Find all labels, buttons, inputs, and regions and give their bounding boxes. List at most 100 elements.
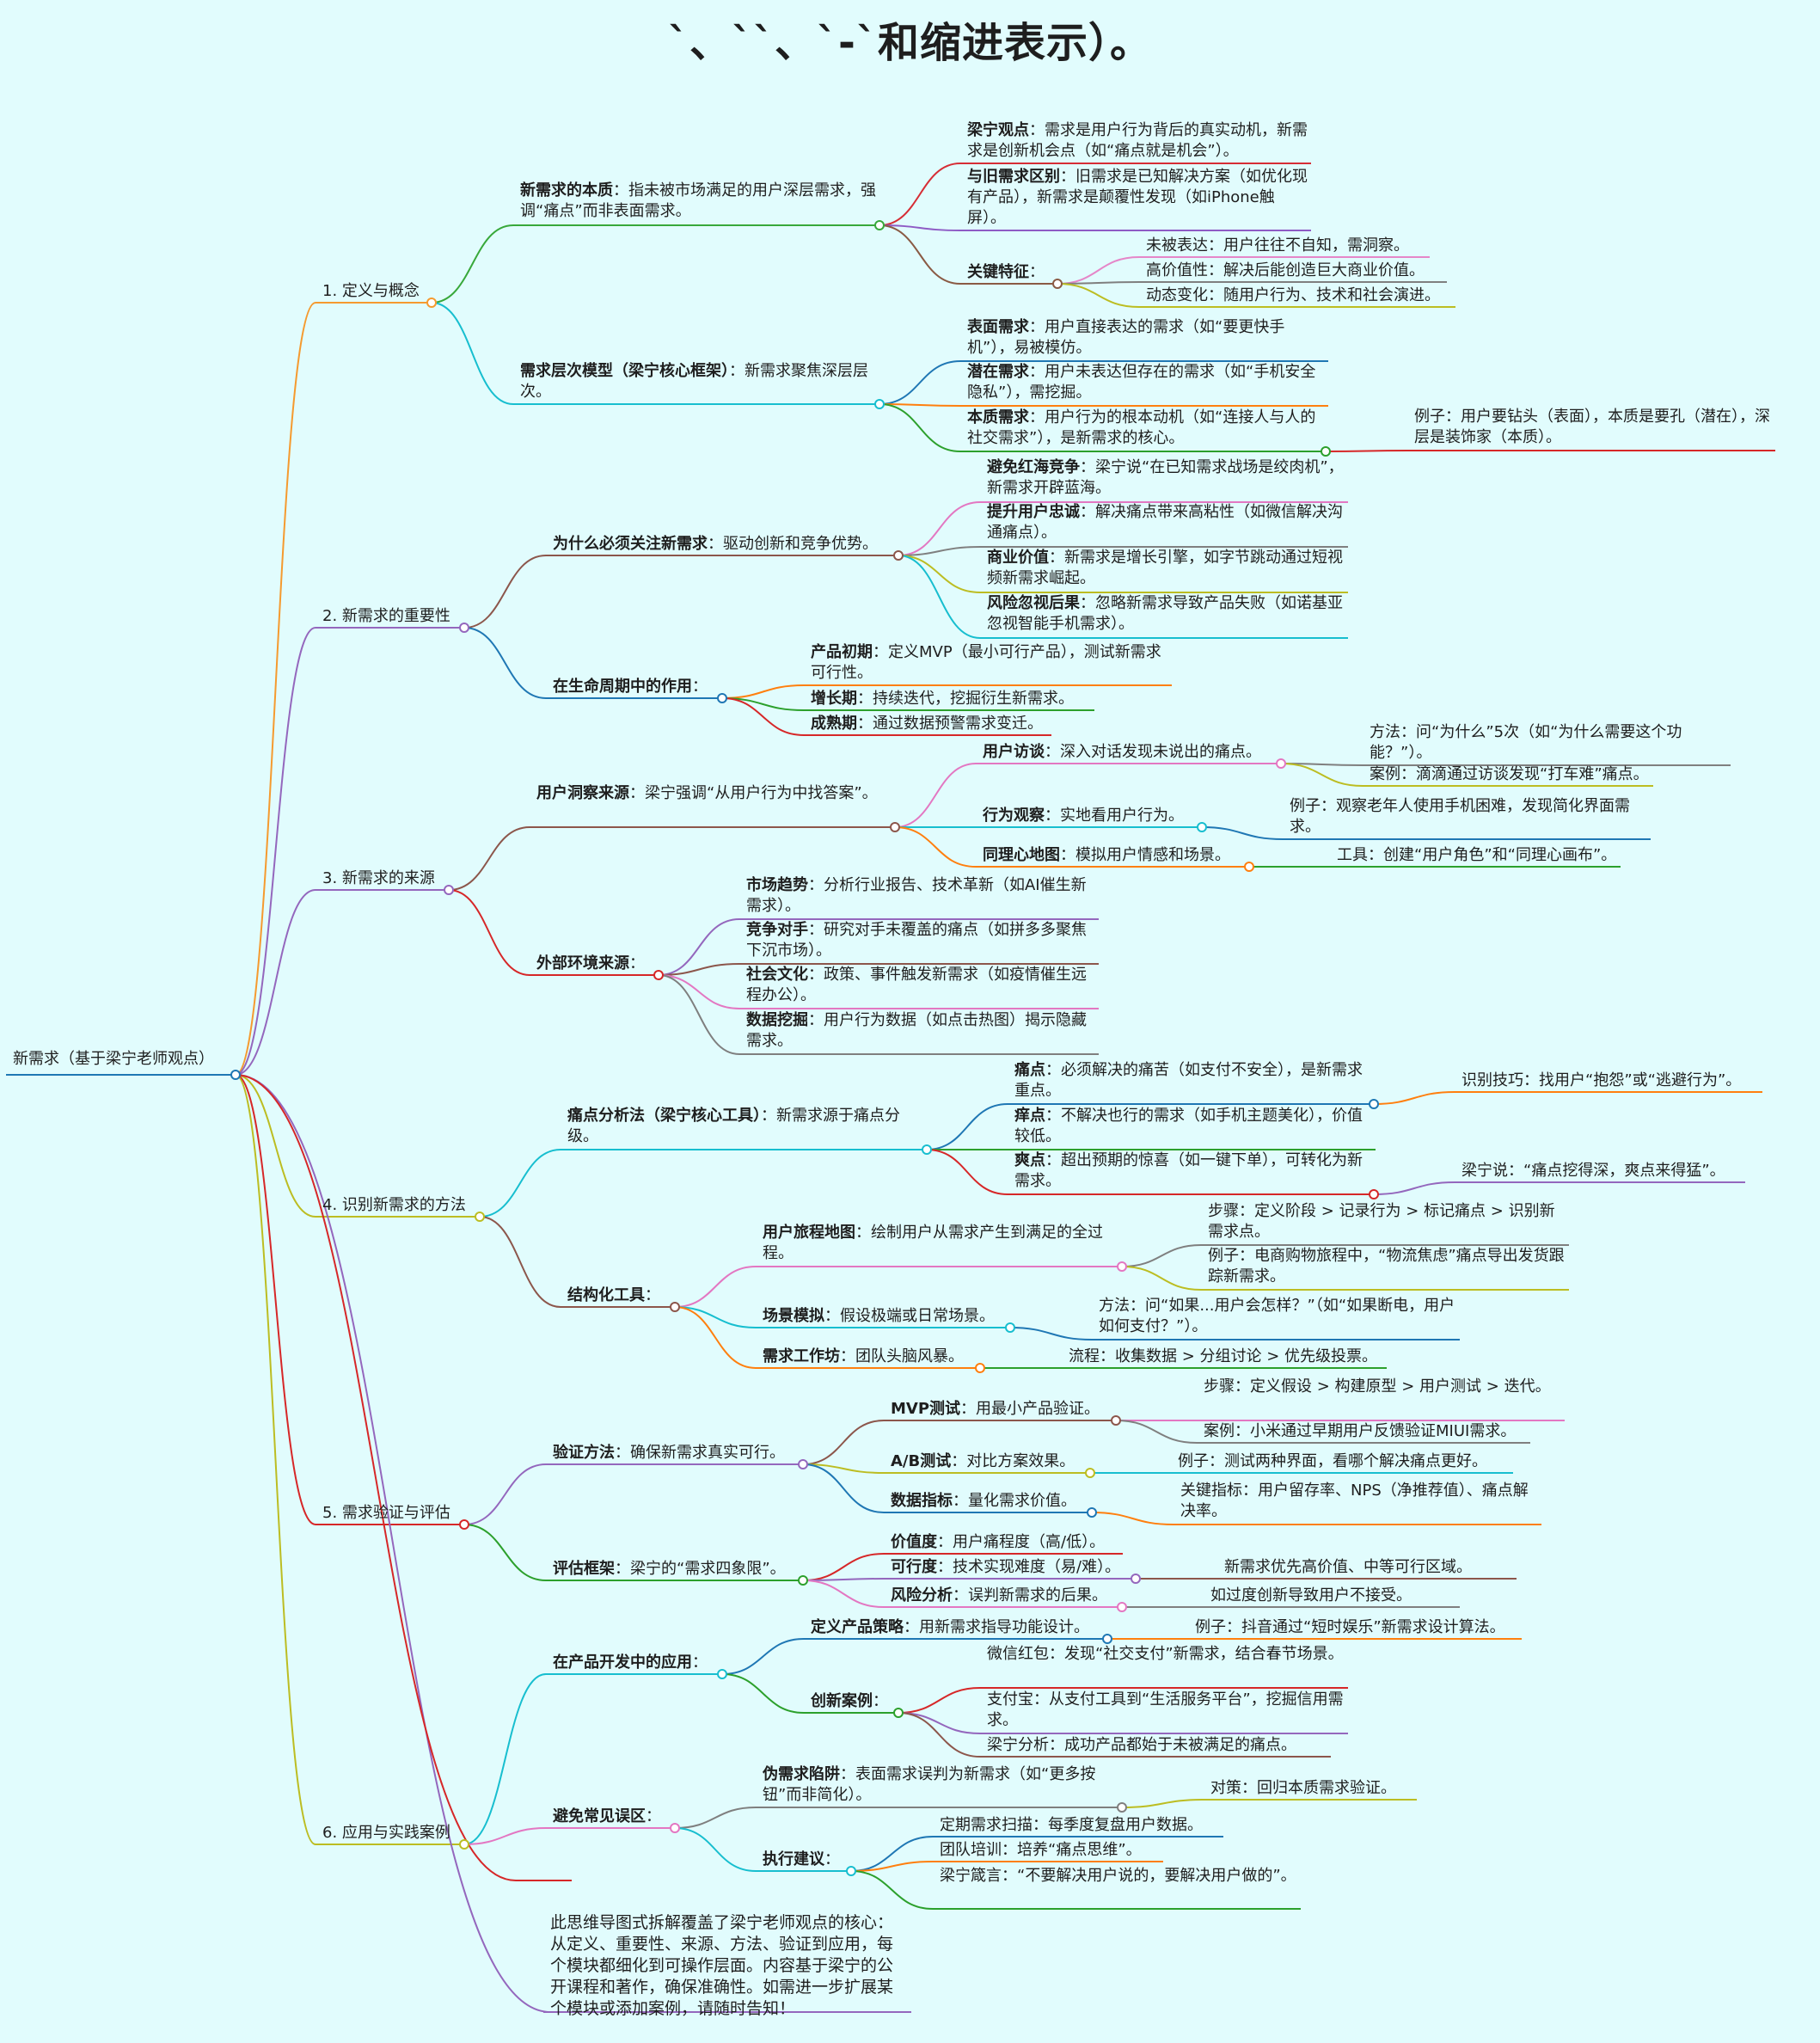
node-b3b2: 竞争对手：研究对手未覆盖的痛点（如拼多多聚焦下沉市场）。	[746, 920, 1099, 961]
node-b4b3a: 流程：收集数据 > 分组讨论 > 优先级投票。	[1069, 1347, 1378, 1365]
branch-circle[interactable]	[1369, 1099, 1379, 1109]
node-text: ：	[646, 1807, 661, 1825]
node-title: 本质需求	[967, 408, 1029, 426]
node-b2a4: 风险忽视后果：忽略新需求导致产品失败（如诺基亚忽视智能手机需求）。	[987, 593, 1348, 635]
node-text: ：不解决也行的需求（如手机主题美化），价值较低。	[1014, 1107, 1363, 1145]
branch-circle[interactable]	[1321, 446, 1331, 457]
branch-circle[interactable]	[1117, 1802, 1127, 1813]
branch-circle[interactable]	[1085, 1468, 1095, 1478]
node-text: ：旧需求是已知解决方案（如优化现有产品），新需求是颠覆性发现（如iPhone触屏…	[967, 168, 1308, 227]
node-b2: 2. 新需求的重要性	[322, 607, 450, 625]
node-b3a3: 同理心地图：模拟用户情感和场景。	[983, 845, 1241, 866]
branch-circle[interactable]	[1197, 822, 1207, 832]
branch-circle[interactable]	[874, 220, 885, 230]
edge-b4a	[479, 1149, 561, 1218]
node-title: 用户访谈	[983, 743, 1045, 761]
node-text: ：技术实现难度（易/难）。	[937, 1558, 1121, 1576]
branch-circle[interactable]	[890, 822, 900, 832]
edge-b2a2	[898, 546, 981, 556]
edge-b3	[235, 889, 316, 1076]
branch-circle[interactable]	[670, 1302, 680, 1312]
branch-circle[interactable]	[1117, 1261, 1127, 1272]
branch-circle[interactable]	[922, 1144, 932, 1155]
node-b5b2: 可行度：技术实现难度（易/难）。	[891, 1557, 1140, 1578]
node-b3a2a: 例子：观察老年人使用手机困难，发现简化界面需求。	[1290, 797, 1630, 836]
edge-b1a3	[879, 224, 961, 285]
node-b3b3: 社会文化：政策、事件触发新需求（如疫情催生远程办公）。	[746, 965, 1099, 1006]
node-title: 价值度	[891, 1533, 937, 1551]
node-title: 外部环境来源	[536, 954, 629, 972]
node-text: ：	[692, 1653, 708, 1672]
branch-circle[interactable]	[1102, 1634, 1112, 1644]
branch-circle[interactable]	[1005, 1322, 1015, 1333]
node-b5a1: MVP测试：用最小产品验证。	[891, 1399, 1131, 1420]
branch-circle[interactable]	[893, 550, 904, 561]
branch-circle[interactable]	[230, 1070, 241, 1080]
node-b4a2: 痒点：不解决也行的需求（如手机主题美化），价值较低。	[1014, 1106, 1376, 1147]
node-text: ：持续迭代，挖掘衍生新需求。	[857, 690, 1074, 708]
branch-circle[interactable]	[1052, 279, 1063, 289]
node-b6a2c: 梁宁分析：成功产品都始于未被满足的痛点。	[987, 1736, 1296, 1754]
node-text: ：需求是用户行为背后的真实动机，新需求是创新机会点（如“痛点就是机会”）。	[967, 121, 1308, 160]
edge-b3b3	[658, 974, 740, 1009]
node-text: ：	[645, 1286, 660, 1304]
node-b1b: 需求层次模型（梁宁核心框架）：新需求聚焦深层层次。	[520, 361, 881, 402]
node-title: 关键特征	[967, 263, 1029, 281]
branch-circle[interactable]	[653, 970, 664, 980]
edge-b4b1a	[1121, 1244, 1202, 1267]
edge-b1	[235, 302, 316, 1076]
branch-circle[interactable]	[1117, 1602, 1127, 1612]
node-b3: 3. 新需求的来源	[322, 869, 435, 887]
edge-b6b2	[674, 1827, 757, 1872]
node-text: ：用户行为的根本动机（如“连接人与人的社交需求”），是新需求的核心。	[967, 408, 1316, 447]
node-b6: 6. 应用与实践案例	[322, 1824, 450, 1842]
edge-b2b1	[721, 684, 805, 699]
node-title: 数据指标	[891, 1492, 953, 1510]
branch-circle[interactable]	[444, 885, 454, 895]
node-b2a1: 避免红海竞争：梁宁说“在已知需求战场是绞肉机”，新需求开辟蓝海。	[987, 457, 1348, 499]
node-b4a: 痛点分析法（梁宁核心工具）：新需求源于痛点分级。	[567, 1106, 928, 1147]
branch-circle[interactable]	[1111, 1415, 1121, 1426]
branch-circle[interactable]	[1087, 1507, 1097, 1518]
branch-circle[interactable]	[717, 693, 727, 703]
node-text: ：定义MVP（最小可行产品），测试新需求可行性。	[811, 643, 1161, 682]
branch-circle[interactable]	[1276, 758, 1286, 769]
edge-b6b2c	[850, 1870, 934, 1910]
branch-circle[interactable]	[459, 1839, 469, 1850]
node-text: ：用户未表达但存在的需求（如“手机安全隐私”），需挖掘。	[967, 363, 1316, 402]
node-b6b2c: 梁宁箴言：“不要解决用户说的，要解决用户做的”。	[940, 1867, 1296, 1885]
branch-circle[interactable]	[1369, 1189, 1379, 1199]
node-title: 验证方法	[553, 1444, 615, 1462]
branch-circle[interactable]	[670, 1823, 680, 1833]
node-title: 提升用户忠诚	[987, 503, 1080, 521]
branch-circle[interactable]	[1131, 1574, 1141, 1584]
edge-b5a	[463, 1463, 547, 1525]
branch-circle[interactable]	[459, 1519, 469, 1530]
node-text: ：用户痛程度（高/低）。	[937, 1533, 1106, 1551]
branch-circle[interactable]	[1244, 862, 1254, 872]
node-b6a2: 创新案例：	[811, 1691, 948, 1712]
branch-circle[interactable]	[475, 1212, 485, 1222]
node-title: 为什么必须关注新需求	[553, 535, 708, 553]
branch-circle[interactable]	[459, 623, 469, 633]
branch-circle[interactable]	[975, 1363, 985, 1373]
node-title: 用户旅程地图	[763, 1224, 855, 1242]
node-b3b1: 市场趋势：分析行业报告、技术革新（如AI催生新需求）。	[746, 875, 1099, 917]
node-b1a3: 关键特征：	[967, 262, 1062, 283]
node-b3b: 外部环境来源：	[536, 954, 665, 974]
branch-circle[interactable]	[426, 298, 437, 308]
edge-b5a3	[802, 1463, 885, 1513]
node-b3b4: 数据挖掘：用户行为数据（如点击热图）揭示隐藏需求。	[746, 1010, 1099, 1052]
node-b1a3b: 高价值性：解决后能创造巨大商业价值。	[1146, 261, 1425, 279]
branch-circle[interactable]	[798, 1459, 808, 1469]
branch-circle[interactable]	[893, 1708, 904, 1718]
branch-circle[interactable]	[874, 399, 885, 409]
branch-circle[interactable]	[798, 1575, 808, 1586]
branch-circle[interactable]	[717, 1669, 727, 1679]
edge-b5b3	[802, 1580, 885, 1608]
edge-b3a1b	[1280, 763, 1363, 787]
edge-b4a3	[926, 1149, 1008, 1195]
node-b1: 1. 定义与概念	[322, 282, 420, 300]
node-b6a1a: 例子：抖音通过“短时娱乐”新需求设计算法。	[1195, 1618, 1505, 1636]
branch-circle[interactable]	[846, 1866, 856, 1876]
